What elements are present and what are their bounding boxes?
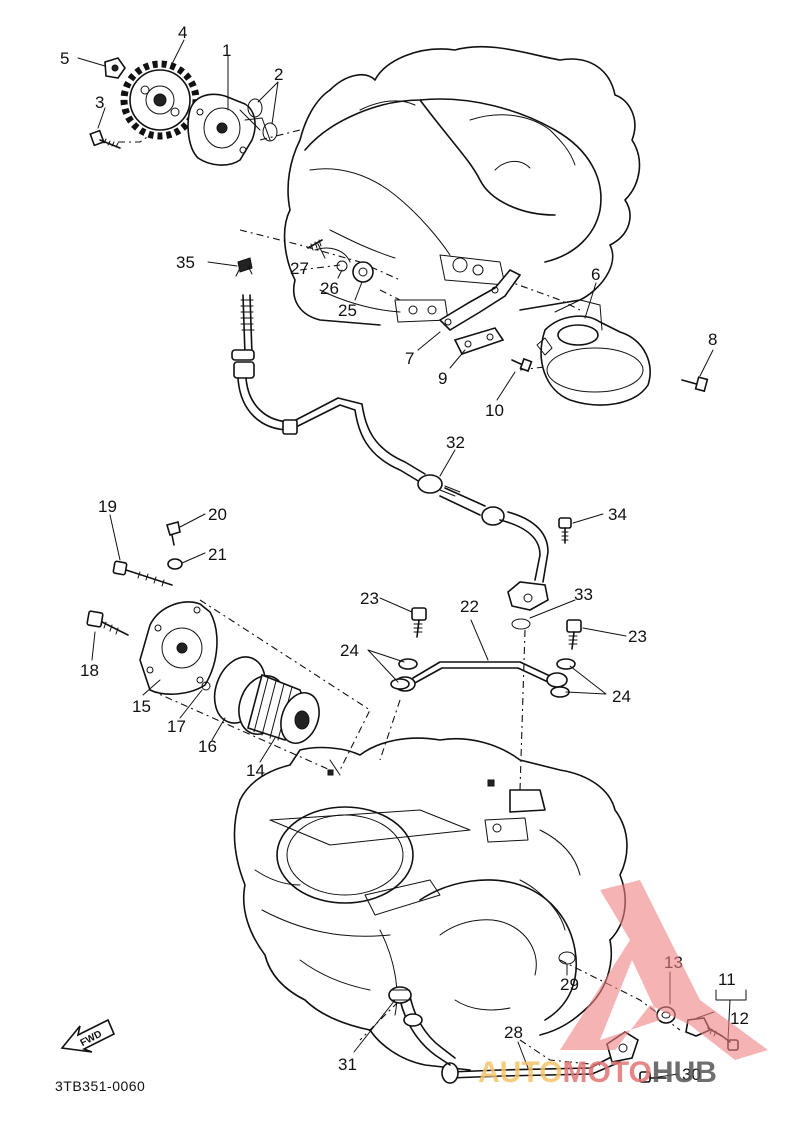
stud-27 [307, 239, 323, 251]
callout-32: 32 [446, 433, 465, 452]
callout-7: 7 [405, 349, 414, 368]
callout-23a: 23 [360, 589, 379, 608]
callout-2: 2 [274, 65, 283, 84]
callout-31: 31 [338, 1055, 357, 1074]
oil-filter-14 [238, 673, 320, 744]
callout-12: 12 [730, 1009, 749, 1028]
callout-24b: 24 [612, 687, 631, 706]
callout-8: 8 [708, 330, 717, 349]
pump-washer [104, 57, 126, 79]
callout-14: 14 [246, 761, 265, 780]
pump-gaskets [244, 98, 278, 142]
watermark-auto: AUTO [478, 1056, 562, 1089]
return-pipe-28 [441, 1031, 639, 1084]
callout-3: 3 [95, 93, 104, 112]
callout-numbers: 1 2 3 4 5 6 7 8 9 10 11 12 13 14 15 16 1… [60, 23, 749, 1084]
callout-1: 1 [222, 41, 231, 60]
callout-24a: 24 [340, 641, 359, 660]
callout-19: 19 [98, 497, 117, 516]
callout-35: 35 [176, 253, 195, 272]
pump-screw [89, 129, 121, 149]
lower-crankcase [233, 737, 628, 1071]
callout-28: 28 [504, 1023, 523, 1042]
oil-strainer [536, 299, 651, 406]
callout-15: 15 [132, 697, 151, 716]
callout-22: 22 [460, 597, 479, 616]
callout-6: 6 [591, 265, 600, 284]
bleed-bolt-20 [165, 521, 181, 546]
clamp-35 [235, 257, 253, 277]
oil-pump-assembly [187, 93, 261, 166]
o-ring-29 [558, 951, 576, 965]
oil-pipe-32 [231, 294, 549, 611]
callout-4: 4 [178, 23, 187, 42]
callout-29: 29 [560, 975, 579, 994]
svg-text:AUTOMOTOHUB: AUTOMOTOHUB [478, 1056, 717, 1089]
oil-pump-gear [120, 60, 200, 140]
callout-27: 27 [290, 259, 309, 278]
watermark-hub: HUB [652, 1056, 717, 1089]
callout-21: 21 [208, 545, 227, 564]
callout-11: 11 [718, 970, 736, 989]
callout-18: 18 [80, 661, 99, 680]
watermark-logo-icon [560, 880, 768, 1060]
forward-arrow-icon: FWD [60, 1018, 116, 1053]
callout-34: 34 [608, 505, 627, 524]
bolt-18 [86, 610, 129, 636]
callout-25: 25 [338, 301, 357, 320]
leader-lines [77, 39, 747, 1079]
strainer-bracket [438, 269, 522, 332]
callout-5: 5 [60, 49, 69, 68]
oil-pipe-22 [394, 661, 568, 692]
filter-cover-15 [139, 601, 218, 695]
callout-16: 16 [198, 737, 217, 756]
o-ring-17 [201, 681, 211, 691]
callout-23b: 23 [628, 627, 647, 646]
grommet-25 [352, 261, 374, 283]
bolt-19 [112, 560, 173, 587]
washers-24 [390, 658, 576, 698]
callout-10: 10 [485, 401, 504, 420]
watermark: AUTOMOTOHUB [478, 880, 768, 1089]
union-bolt-23-right [566, 619, 582, 650]
callout-9: 9 [438, 369, 447, 388]
bolt-8 [681, 376, 709, 393]
watermark-moto: MOTO [562, 1056, 651, 1089]
oil-hose-31 [388, 986, 456, 1066]
callout-17: 17 [167, 717, 186, 736]
upper-crankcase [283, 45, 641, 326]
union-bolt-23-left [411, 607, 427, 638]
copper-washer-33 [511, 618, 531, 630]
union-bolt-34 [558, 517, 572, 544]
callout-20: 20 [208, 505, 227, 524]
callout-26: 26 [320, 279, 339, 298]
bolt-10 [511, 357, 533, 373]
strainer-plate [453, 327, 505, 355]
callout-30: 30 [682, 1065, 701, 1084]
washer-21 [167, 558, 183, 570]
callout-33: 33 [574, 585, 593, 604]
figure-code: 3TB351-0060 [55, 1078, 145, 1094]
o-ring-26 [336, 260, 348, 272]
